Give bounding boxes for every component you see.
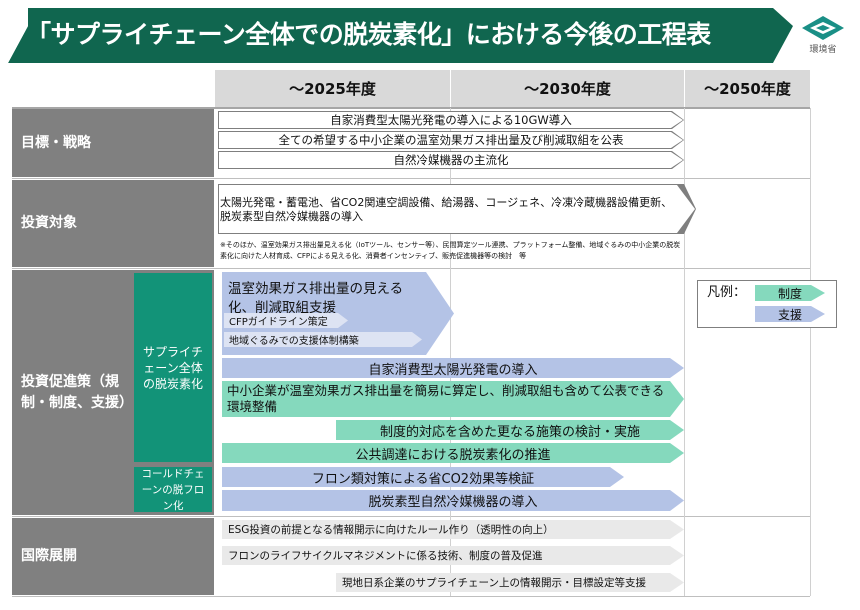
grid-line	[12, 596, 810, 597]
row-label-investment-targets: 投資対象	[12, 180, 214, 267]
investment-target-note: ※そのほか、温室効果ガス排出量見える化（IoTツール、センサー等）、民間算定ツー…	[220, 241, 681, 260]
grid-line	[12, 516, 810, 517]
arrow-overseas-support: 現地日系企業のサプライチェーン上の情報開示・目標設定等支援	[336, 573, 684, 592]
column-header-2030: ～2030年度	[451, 70, 684, 108]
column-divider	[684, 108, 685, 596]
column-divider	[810, 108, 811, 596]
column-divider	[450, 108, 451, 596]
legend-title: 凡例：	[707, 285, 747, 300]
ministry-logo-icon	[802, 16, 844, 40]
row-label-goals: 目標・戦略	[12, 109, 214, 177]
goal-arrow-sme-disclosure: 全ての希望する中小企業の温室効果ガス排出量及び削減取組を公表	[218, 131, 684, 149]
goal-arrow-natural-refrigerant: 自然冷媒機器の主流化	[218, 151, 684, 169]
grid-line	[12, 178, 810, 179]
row-label-promotion-text: 投資促進策（規制・制度、支援）	[21, 373, 133, 411]
investment-target-text: 太陽光発電・蓄電池、省CO2関連空調設備、給湯器、コージェネ、冷凍冷蔵機器設備更…	[220, 196, 673, 223]
arrow-institutional-response: 制度的対応を含めた更なる施策の検討・実施	[336, 420, 684, 440]
arrow-cfp-guideline: CFPガイドライン策定	[224, 313, 348, 328]
arrow-freon-lifecycle: フロンのライフサイクルマネジメントに係る技術、制度の普及促進	[222, 546, 684, 565]
column-header-2025: ～2025年度	[215, 70, 450, 108]
arrow-regional-support: 地域ぐるみでの支援体制構築	[224, 332, 422, 347]
investment-target-arrow	[218, 184, 696, 234]
arrow-freon-verification: フロン類対策による省CO2効果等検証	[222, 467, 624, 487]
header-band	[8, 8, 793, 63]
grid-line	[12, 107, 810, 109]
page-title: 「サプライチェーン全体での脱炭素化」における今後の工程表	[26, 20, 711, 49]
arrow-sme-environment-text: 中小企業が温室効果ガス排出量を簡易に算定し、削減取組も含めて公表できる環境整備	[227, 383, 665, 414]
row-label-promotion: 投資促進策（規制・制度、支援）	[12, 270, 133, 515]
grid-line	[12, 268, 810, 269]
sub-label-supply-chain: サプライチェーン全体の脱炭素化	[134, 273, 212, 462]
column-header-2050: ～2050年度	[685, 70, 810, 108]
legend-support: 支援	[755, 306, 825, 322]
sub-label-cold-chain: コールドチェーンの脱フロン化	[134, 467, 212, 512]
arrow-sme-environment	[222, 381, 684, 417]
legend-regulation: 制度	[755, 285, 825, 301]
goal-arrow-solar-10gw: 自家消費型太陽光発電の導入による10GW導入	[218, 111, 684, 129]
arrow-visualization-support-text: 温室効果ガス排出量の見える化、削減取組支援	[228, 281, 404, 316]
arrow-natural-refrigerant: 脱炭素型自然冷媒機器の導入	[222, 490, 684, 511]
row-label-international: 国際展開	[12, 518, 214, 595]
arrow-public-procurement: 公共調達における脱炭素化の推進	[222, 443, 684, 463]
arrow-esg-disclosure: ESG投資の前提となる情報開示に向けたルール作り（透明性の向上）	[222, 520, 684, 539]
ministry-logo-text: 環境省	[809, 45, 837, 55]
arrow-solar-introduction: 自家消費型太陽光発電の導入	[222, 358, 684, 378]
